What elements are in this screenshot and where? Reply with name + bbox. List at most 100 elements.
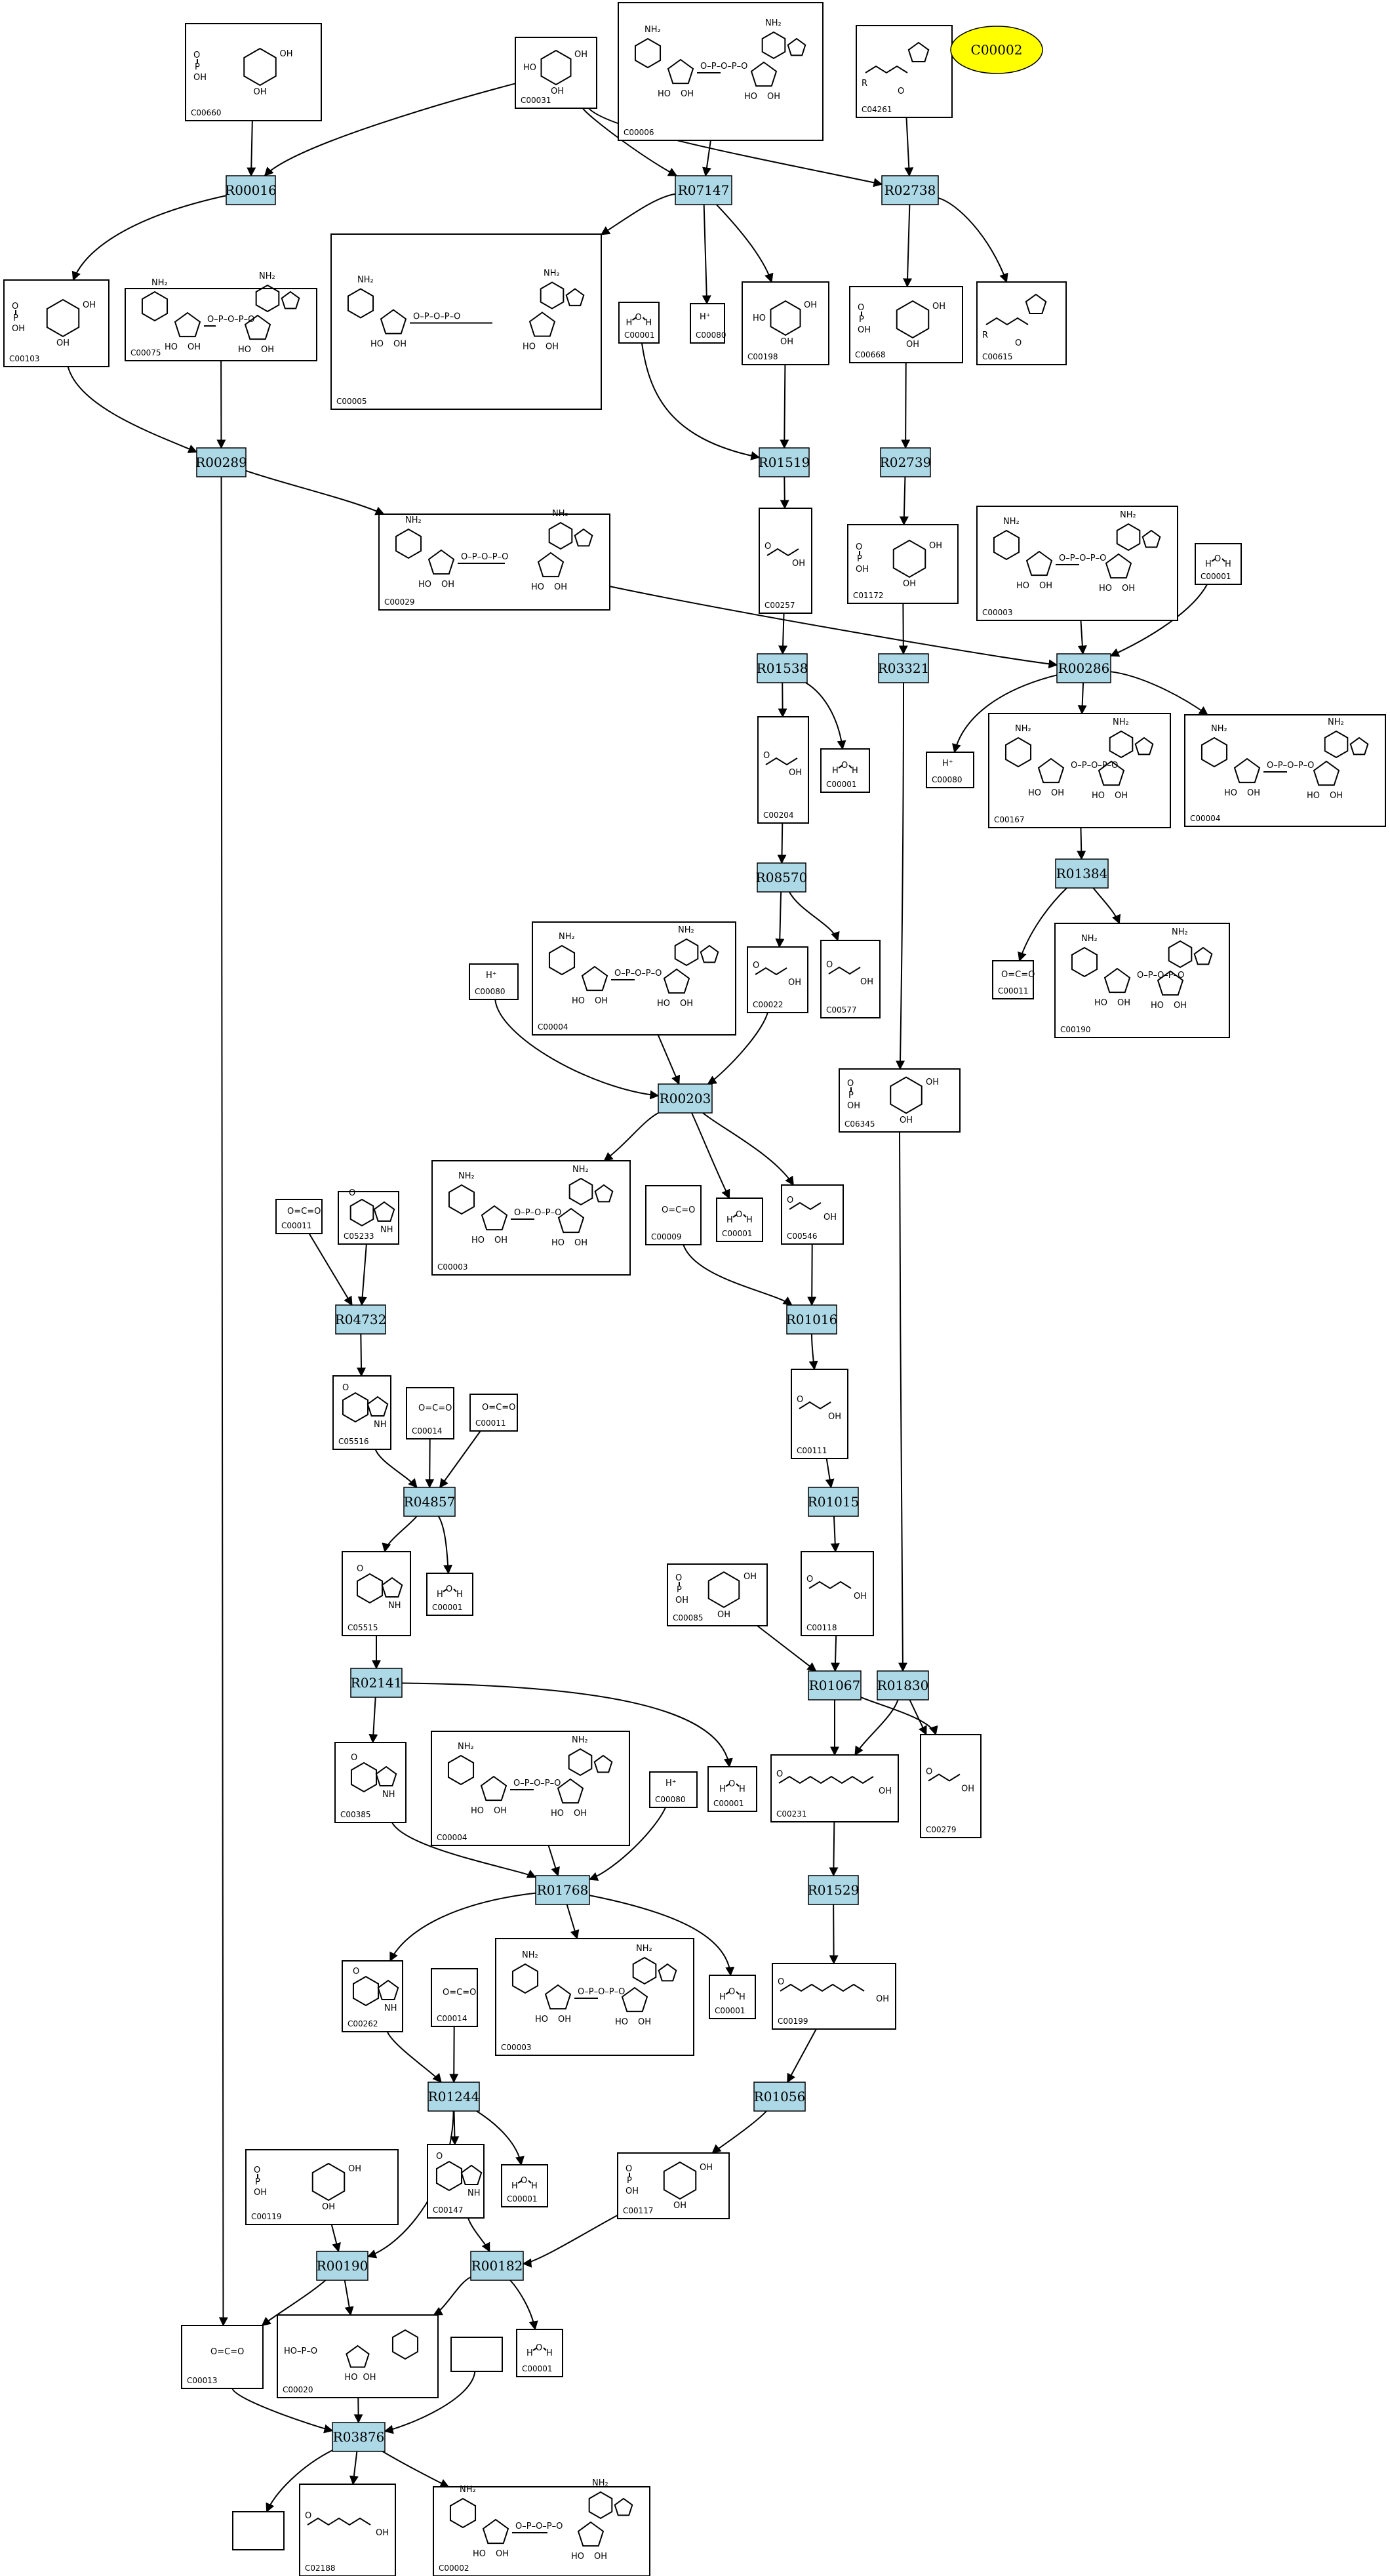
reaction-node[interactable]: R03321 <box>878 653 930 683</box>
compound-node[interactable]: H⁺C00080 <box>926 752 974 788</box>
reaction-node[interactable]: R01015 <box>808 1487 860 1517</box>
reaction-node[interactable]: R01830 <box>877 1670 929 1701</box>
reaction-node[interactable]: R01016 <box>786 1304 838 1335</box>
reaction-box <box>757 862 806 893</box>
reaction-node[interactable]: R03876 <box>332 2422 386 2452</box>
reaction-node[interactable]: R08570 <box>756 862 808 893</box>
reaction-node[interactable]: R01538 <box>757 653 808 683</box>
reaction-node[interactable]: R01768 <box>535 1875 590 1905</box>
compound-node[interactable]: H⁺C00080 <box>469 963 519 1000</box>
reaction-node[interactable]: R00286 <box>1056 653 1111 683</box>
compound-id-label: C00577 <box>826 1005 857 1015</box>
reaction-node[interactable]: R01384 <box>1055 858 1109 889</box>
reaction-node[interactable]: R02738 <box>881 175 939 205</box>
reaction-node[interactable]: R00289 <box>195 447 247 477</box>
reaction-node[interactable]: R04732 <box>335 1304 387 1335</box>
compound-node[interactable] <box>450 2337 503 2372</box>
compound-node[interactable]: H⁺C00080 <box>649 1771 698 1808</box>
reaction-node[interactable]: R01244 <box>427 2082 480 2112</box>
compound-node[interactable] <box>232 2511 285 2550</box>
reaction-id-label: R04732 <box>335 1312 387 1327</box>
compound-id-label: C00231 <box>776 1809 807 1819</box>
reaction-id-label: R01384 <box>1056 866 1108 881</box>
reaction-node[interactable]: R01529 <box>808 1875 860 1905</box>
reaction-node[interactable]: R02141 <box>350 1668 403 1698</box>
compound-node[interactable]: H⁺C00080 <box>690 303 726 344</box>
reaction-node[interactable]: R01056 <box>753 2082 806 2112</box>
reaction-node[interactable]: R01067 <box>808 1670 862 1701</box>
reaction-node[interactable]: R07147 <box>675 175 732 205</box>
compound-box <box>330 233 602 410</box>
reaction-node[interactable]: R00190 <box>316 2251 368 2281</box>
reaction-node[interactable]: R00203 <box>658 1083 713 1114</box>
reaction-node[interactable]: R01519 <box>759 447 810 477</box>
compound-id-label: C00001 <box>432 1603 463 1612</box>
target-compound-highlight[interactable]: C00002 <box>950 26 1043 74</box>
reaction-node[interactable]: R00182 <box>470 2251 524 2281</box>
reaction-node[interactable]: R02739 <box>880 447 932 477</box>
reaction-node[interactable]: R00016 <box>225 175 277 205</box>
reaction-node[interactable]: R04857 <box>403 1487 456 1517</box>
